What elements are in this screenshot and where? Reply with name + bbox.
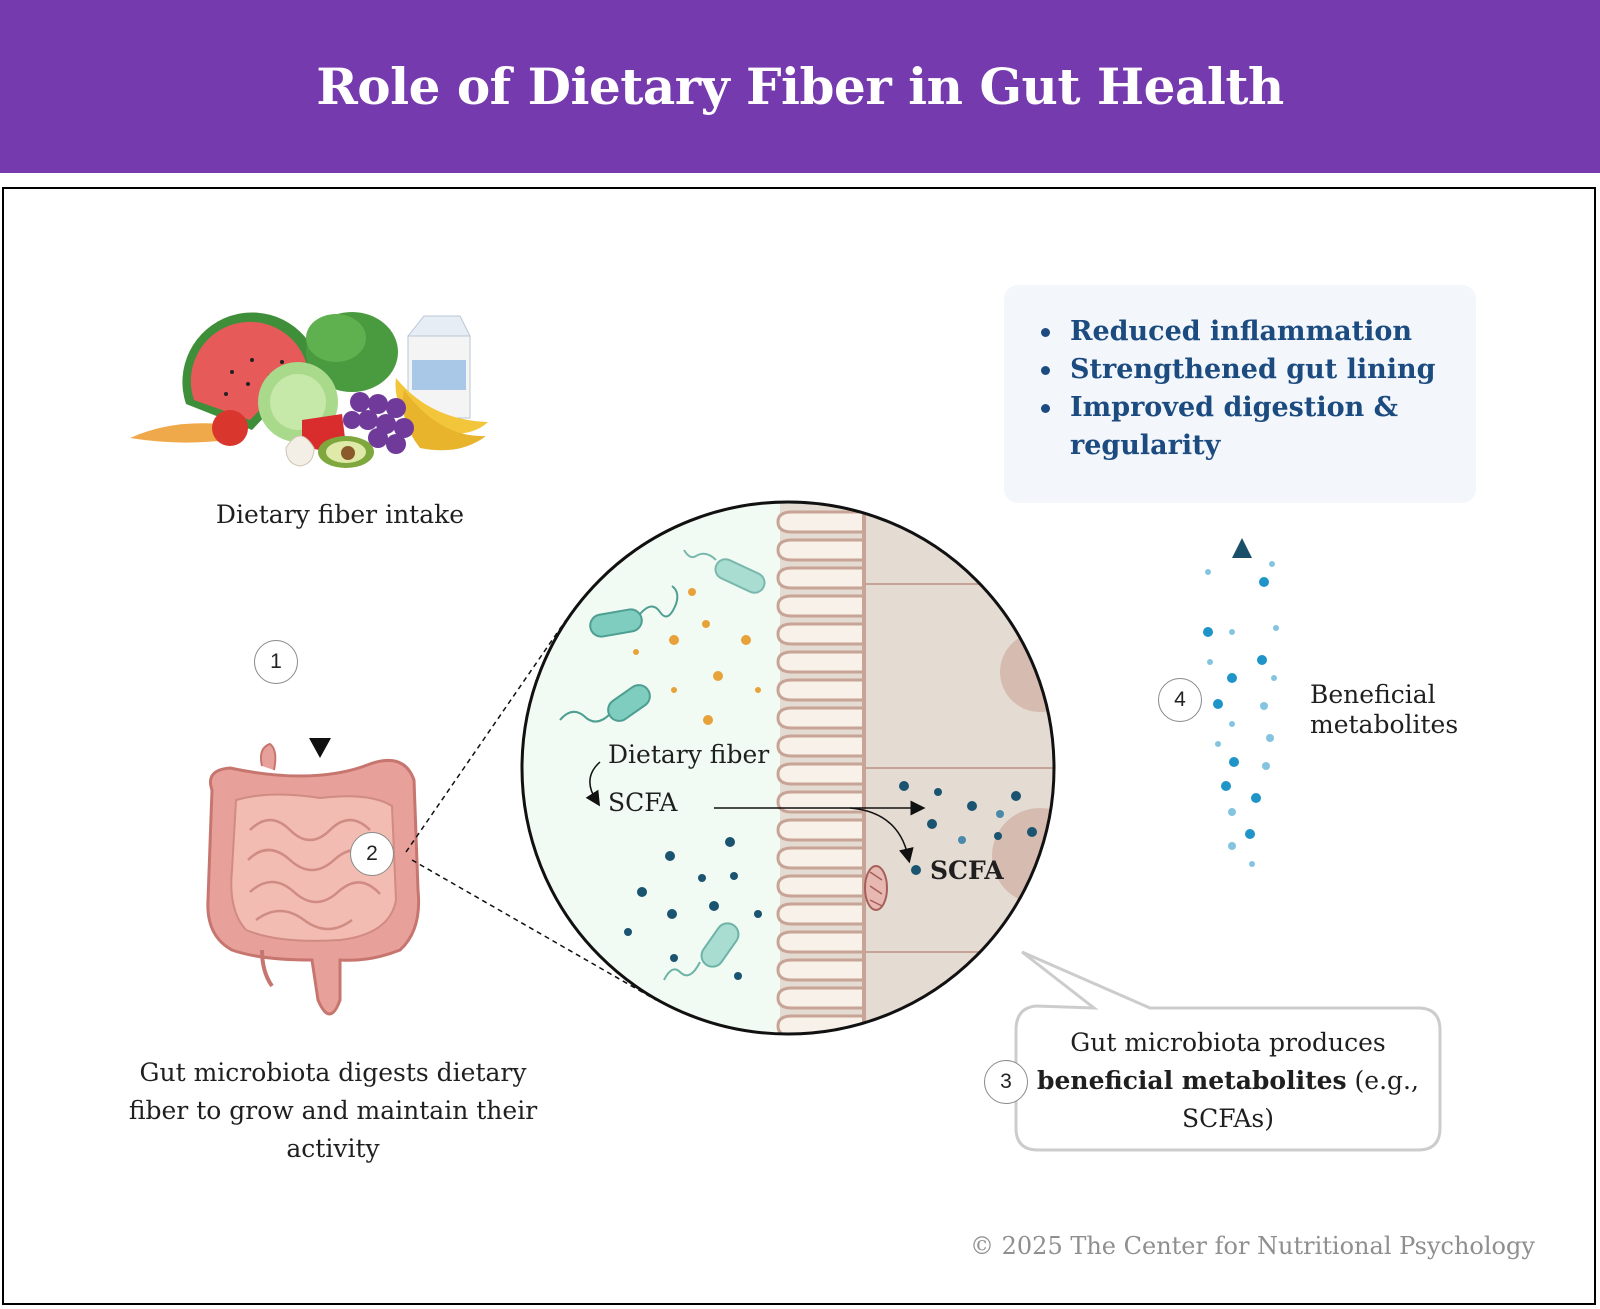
bacterium-icon (589, 585, 679, 638)
callout-text: Gut microbiota produces beneficial metab… (1024, 1024, 1432, 1138)
villus (776, 930, 866, 954)
metabolite-dot (1203, 627, 1213, 637)
villus (776, 510, 866, 534)
villus (776, 566, 866, 590)
page-title: Role of Dietary Fiber in Gut Health (316, 57, 1284, 116)
mitochondrion-icon (864, 865, 888, 911)
grapes-icon (343, 392, 414, 454)
villus (776, 678, 866, 702)
intestine-illustration (206, 742, 421, 1016)
uptake-arrow (849, 807, 914, 864)
scfa-particles-tissue (899, 781, 1037, 875)
step-3-badge: 3 (984, 1060, 1028, 1104)
bacterium-icon (559, 684, 651, 723)
copyright-notice: © 2025 The Center for Nutritional Psycho… (970, 1232, 1535, 1260)
zoom-line-top (405, 619, 567, 853)
metabolite-dot (1228, 808, 1236, 816)
metabolite-dot (1228, 842, 1236, 850)
bacteria-group (559, 549, 766, 981)
bacterium-icon (683, 549, 766, 594)
metabolite-dot (1229, 721, 1235, 727)
title-banner: Role of Dietary Fiber in Gut Health (0, 0, 1600, 173)
villus (776, 986, 866, 1010)
bacterium-icon (663, 922, 740, 981)
metabolite-dot (1273, 625, 1279, 631)
metabolite-dot (1271, 675, 1277, 681)
metabolite-dot (1213, 699, 1223, 709)
metabolite-dot (1251, 793, 1261, 803)
benefit-item: Strengthened gut lining (1038, 351, 1456, 389)
metabolite-dot (1266, 734, 1274, 742)
callout-bold: beneficial metabolites (1037, 1066, 1347, 1095)
fiber-label: Dietary fiber (608, 740, 770, 769)
diagram-frame (2, 187, 1596, 1305)
garlic-icon (285, 435, 315, 467)
villus (776, 818, 866, 842)
metabolite-dot (1260, 702, 1268, 710)
metabolite-dot (1227, 673, 1237, 683)
conversion-arrow (585, 761, 601, 807)
villus (776, 538, 866, 562)
metabolite-dot (1269, 561, 1275, 567)
fiber-particles (633, 588, 761, 725)
villus (776, 734, 866, 758)
benefits-list: Reduced inflammation Strengthened gut li… (1038, 313, 1456, 465)
villus (776, 790, 866, 814)
metabolite-dot (1205, 569, 1211, 575)
villus (776, 622, 866, 646)
carrot-icon (130, 423, 228, 443)
callout-post: (e.g., SCFAs) (1181, 1066, 1419, 1133)
step-1-badge: 1 (254, 640, 298, 684)
metabolite-dot (1257, 655, 1267, 665)
zoom-circle (520, 500, 1056, 1036)
zoom-line-bottom (411, 859, 657, 1001)
villus (776, 762, 866, 786)
metabolite-dot (1221, 781, 1231, 791)
apple-icon (212, 410, 248, 446)
step-2-badge: 2 (350, 832, 394, 876)
scfa-particles-lumen (624, 837, 762, 980)
villus (776, 706, 866, 730)
metabolite-dot (1229, 629, 1235, 635)
villus (776, 650, 866, 674)
benefits-panel: Reduced inflammation Strengthened gut li… (1004, 285, 1476, 503)
scfa-cell-label: SCFA (930, 856, 1004, 885)
villus (776, 958, 866, 982)
metabolite-dot (1215, 741, 1221, 747)
scfa-label: SCFA (608, 788, 678, 817)
step-4-badge: 4 (1158, 678, 1202, 722)
metabolite-dot (1207, 659, 1213, 665)
food-illustration (130, 312, 488, 468)
villus (776, 874, 866, 898)
metabolite-dot (1259, 577, 1269, 587)
metabolite-dot (1249, 861, 1255, 867)
metabolites-label: Beneficial metabolites (1310, 680, 1459, 739)
villus (776, 594, 866, 618)
food-label: Dietary fiber intake (215, 500, 465, 529)
metabolite-dot (1262, 762, 1270, 770)
benefit-item: Improved digestion & regularity (1038, 389, 1400, 465)
callout-bubble (1014, 950, 1442, 1152)
benefit-item: Reduced inflammation (1038, 313, 1456, 351)
zoom-circle-content (522, 502, 1054, 1034)
metabolite-dot (1245, 829, 1255, 839)
villus (776, 846, 866, 870)
villus (776, 902, 866, 926)
callout-pre: Gut microbiota produces (1070, 1028, 1386, 1057)
metabolite-dot (1229, 757, 1239, 767)
gut-label: Gut microbiota digests dietary fiber to … (128, 1058, 538, 1163)
metabolite-dots (1203, 561, 1279, 867)
